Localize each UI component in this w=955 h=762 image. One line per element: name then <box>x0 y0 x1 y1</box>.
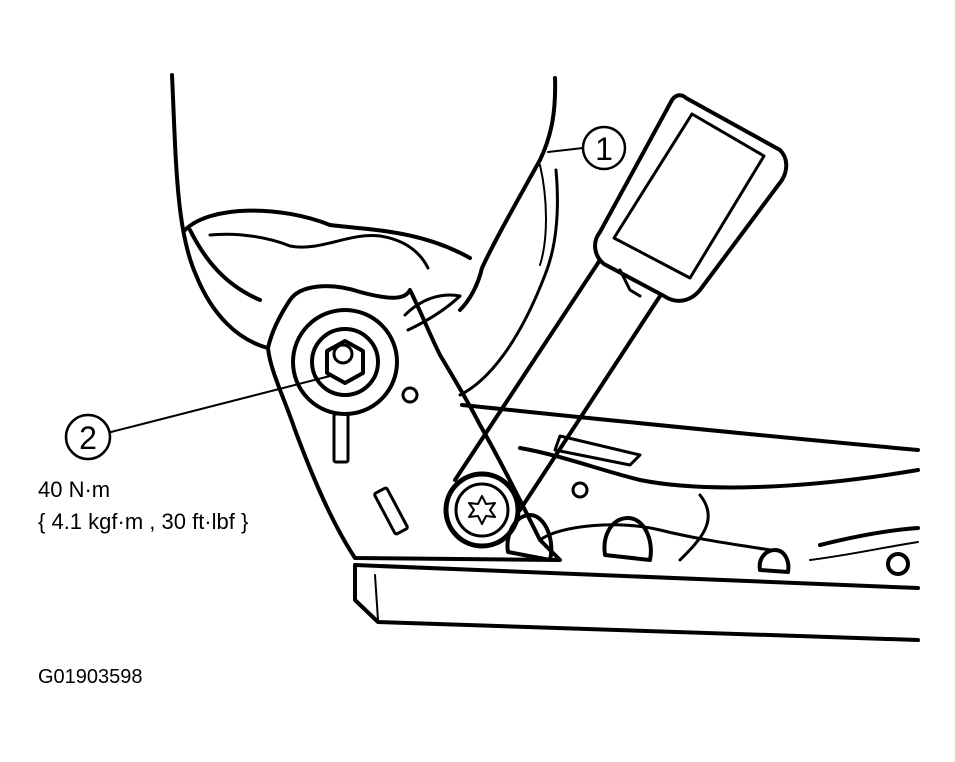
seat-rail <box>353 403 920 642</box>
torque-spec: 40 N·m { 4.1 kgf·m , 30 ft·lbf } <box>38 474 248 538</box>
rail-studs <box>505 513 910 576</box>
callout-1: 1 <box>547 125 627 171</box>
buckle-bracket <box>266 284 772 562</box>
torx-icon <box>468 495 496 525</box>
callout-1-label: 1 <box>595 131 613 167</box>
mounting-nut <box>291 308 399 416</box>
seat-belt-buckle <box>443 93 789 549</box>
torque-spec-metric: 40 N·m <box>38 477 111 502</box>
callout-2-label: 2 <box>79 420 97 456</box>
figure-id: G01903598 <box>38 666 143 688</box>
torque-spec-conversions: { 4.1 kgf·m , 30 ft·lbf } <box>38 509 249 534</box>
callout-2: 2 <box>64 375 331 461</box>
bracket-slot <box>373 486 409 536</box>
seat-cushion <box>170 73 559 397</box>
anchor-bolt <box>443 471 521 549</box>
bracket-hole <box>401 386 419 404</box>
bracket-slot <box>332 412 350 464</box>
bracket-hole <box>571 481 589 499</box>
